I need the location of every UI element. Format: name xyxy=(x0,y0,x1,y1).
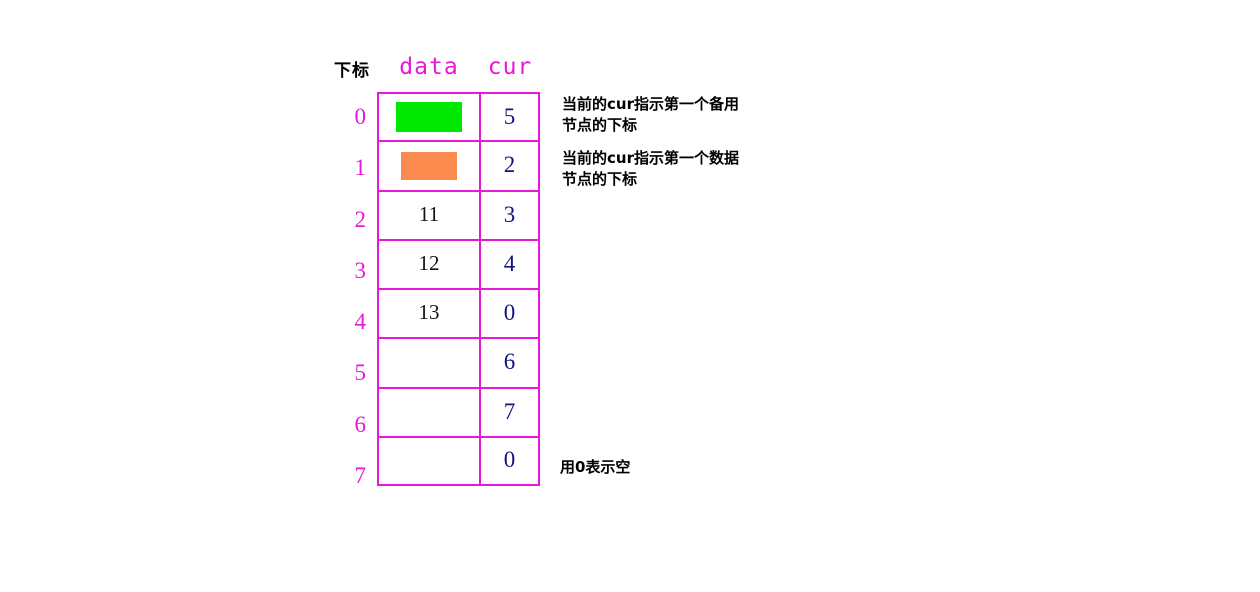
index-label: 5 xyxy=(354,360,367,386)
data-value: 13 xyxy=(418,300,440,325)
data-cell xyxy=(377,436,480,486)
data-value: 12 xyxy=(418,250,440,275)
cur-cell: 0 xyxy=(480,289,540,339)
index-label: 2 xyxy=(354,206,367,232)
table-row: 5 xyxy=(377,92,540,142)
orange-swatch xyxy=(401,151,457,180)
index-label: 7 xyxy=(354,462,367,488)
annotation-zero-means-empty: 用0表示空 xyxy=(560,458,631,476)
index-column: 0 1 2 3 4 5 6 7 xyxy=(320,92,367,487)
table-row: 7 xyxy=(377,387,540,437)
index-label: 4 xyxy=(354,309,367,335)
index-label: 3 xyxy=(354,257,367,283)
cur-cell: 3 xyxy=(480,190,540,240)
column-headers: 下标 data cur xyxy=(300,54,560,84)
cur-cell: 0 xyxy=(480,436,540,486)
table-row: 12 4 xyxy=(377,239,540,289)
cur-value: 3 xyxy=(503,201,516,227)
cur-cell: 5 xyxy=(480,92,540,142)
cur-value: 0 xyxy=(503,300,516,326)
cur-cell: 4 xyxy=(480,239,540,289)
cur-cell: 2 xyxy=(480,141,540,191)
table-row: 2 xyxy=(377,141,540,191)
data-cell xyxy=(377,338,480,388)
annotation-data-node: 当前的cur指示第一个数据 节点的下标 xyxy=(562,149,739,188)
data-cell: 13 xyxy=(377,289,480,339)
table-row: 0 xyxy=(377,436,540,486)
index-column-header: 下标 xyxy=(334,61,370,81)
table-row: 11 3 xyxy=(377,190,540,240)
cur-value: 5 xyxy=(503,103,516,129)
cur-value: 2 xyxy=(503,152,516,178)
data-value: 11 xyxy=(418,201,440,226)
cur-value: 0 xyxy=(503,447,516,473)
cur-value: 7 xyxy=(503,398,516,424)
index-label: 1 xyxy=(354,155,367,181)
index-label: 6 xyxy=(354,411,367,437)
data-cell: 11 xyxy=(377,190,480,240)
table-row: 6 xyxy=(377,338,540,388)
green-swatch xyxy=(396,102,462,133)
cur-cell: 7 xyxy=(480,387,540,437)
data-cell xyxy=(377,92,480,142)
static-linked-list-table: 5 2 11 3 12 4 13 0 6 7 0 xyxy=(377,92,540,486)
data-column-header: data xyxy=(399,54,459,80)
data-cell: 12 xyxy=(377,239,480,289)
index-label: 0 xyxy=(354,104,367,130)
annotation-reserve-node: 当前的cur指示第一个备用 节点的下标 xyxy=(562,95,739,134)
data-cell xyxy=(377,141,480,191)
cur-value: 6 xyxy=(503,349,516,375)
cur-value: 4 xyxy=(503,250,516,276)
cur-column-header: cur xyxy=(487,54,533,80)
cur-cell: 6 xyxy=(480,338,540,388)
table-row: 13 0 xyxy=(377,289,540,339)
data-cell xyxy=(377,387,480,437)
